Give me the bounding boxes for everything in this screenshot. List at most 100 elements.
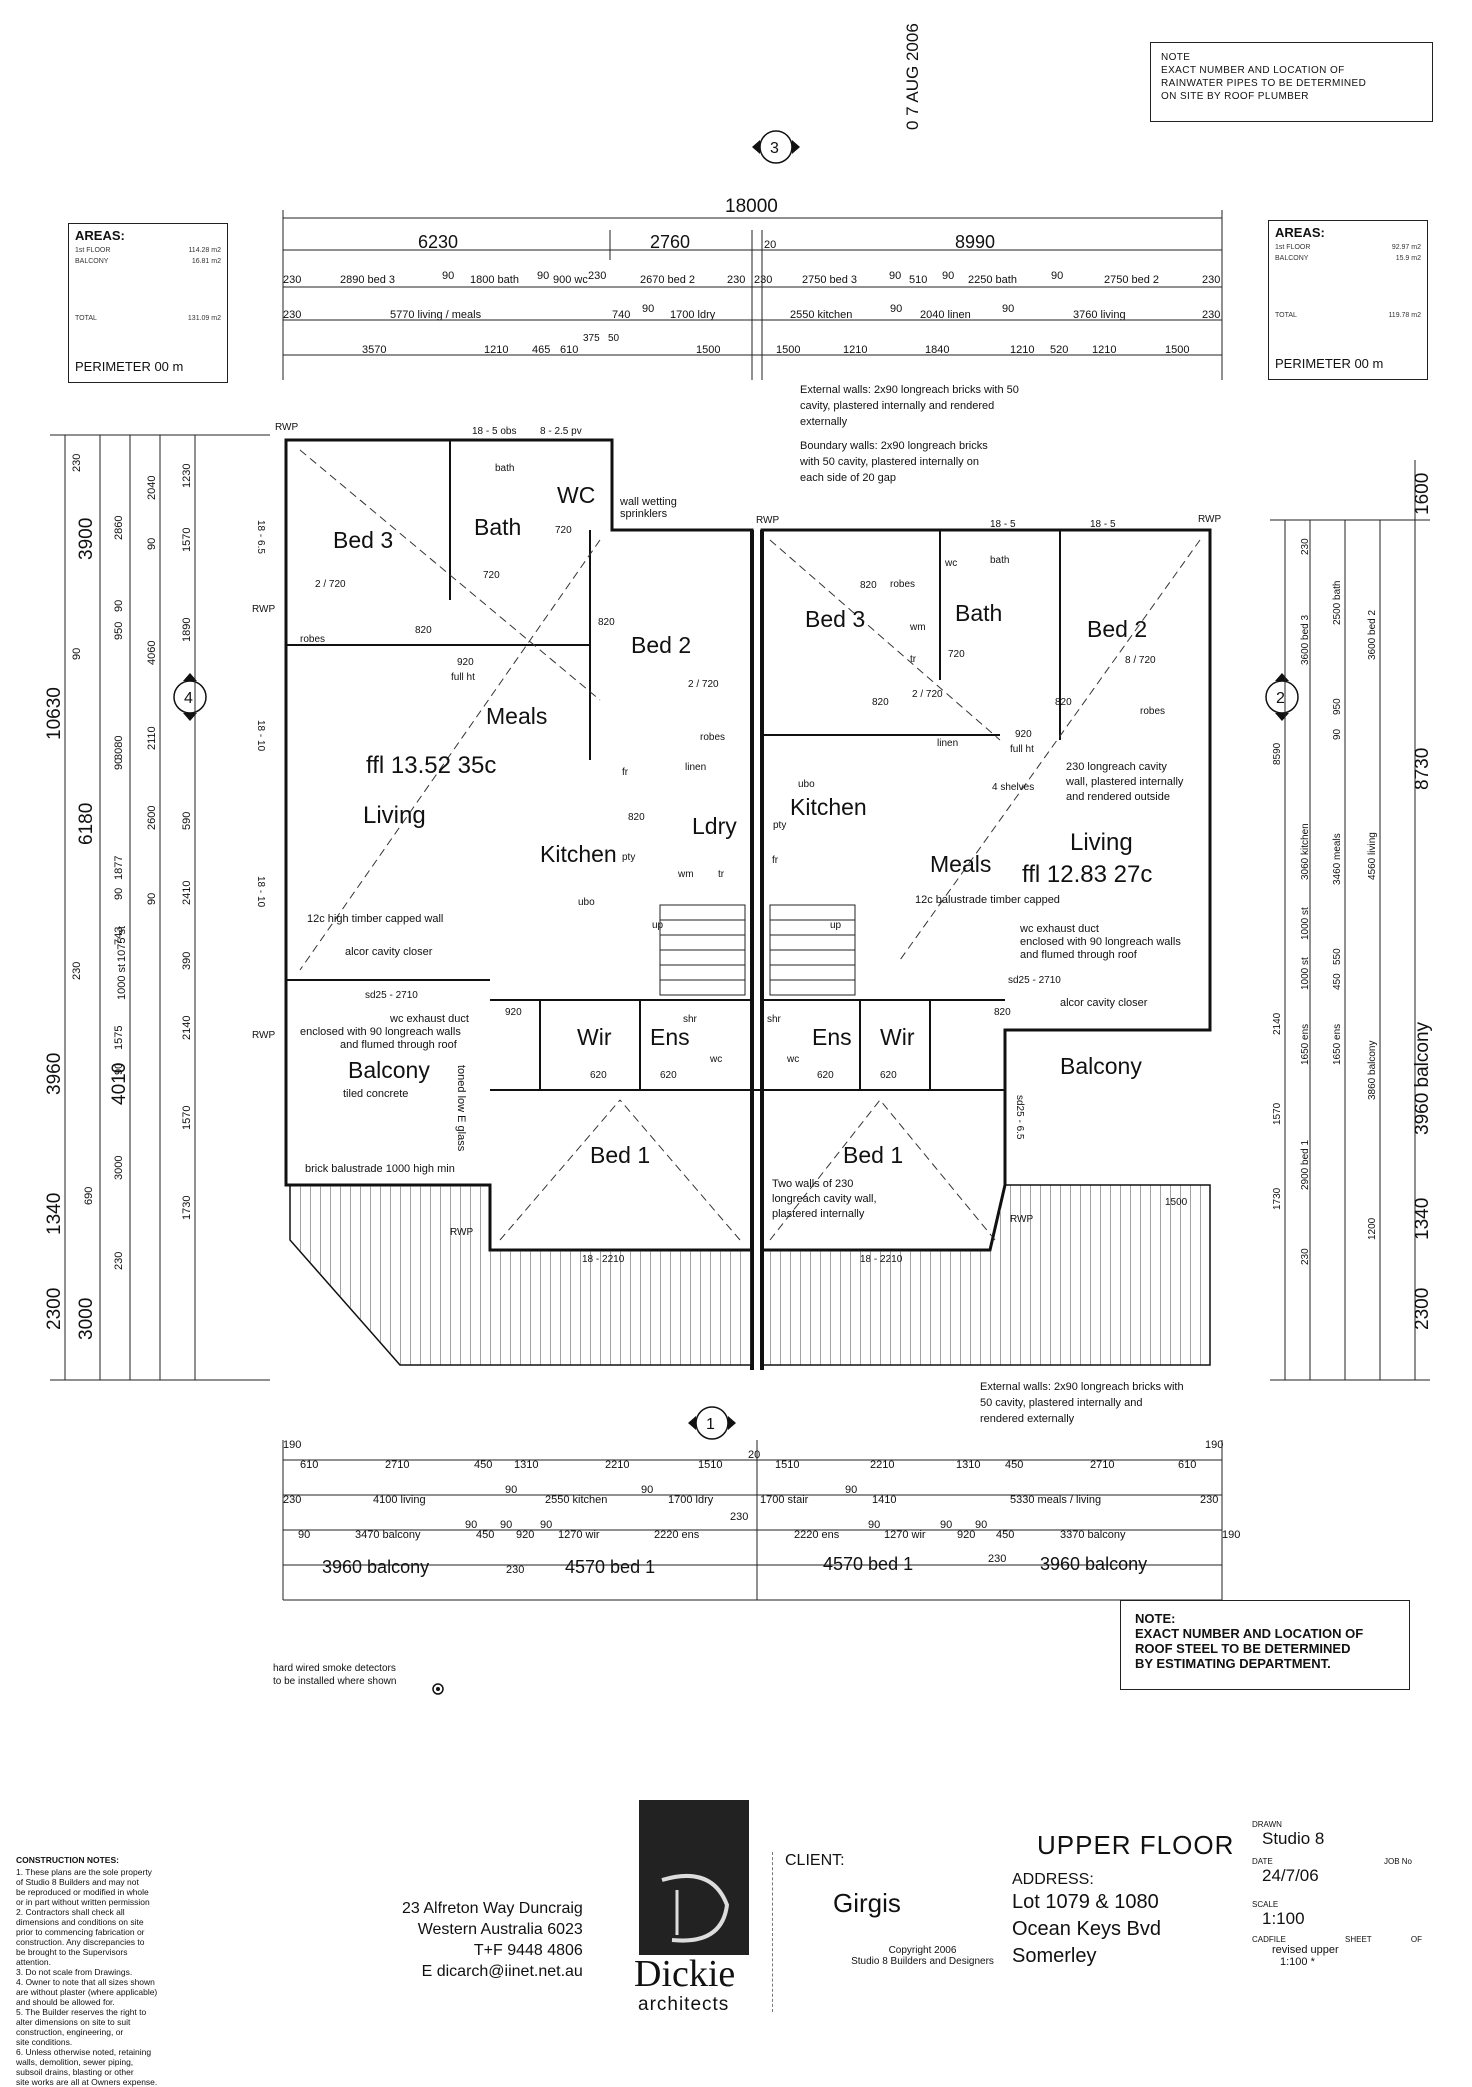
label: fr [622, 767, 629, 778]
svg-text:1500: 1500 [776, 344, 800, 356]
label: up [652, 920, 664, 931]
svg-text:2300: 2300 [1412, 1288, 1433, 1330]
label: 2 / 720 [688, 679, 719, 690]
svg-text:longreach cavity wall,: longreach cavity wall, [772, 1193, 877, 1205]
svg-text:3860 balcony: 3860 balcony [1367, 1041, 1378, 1101]
svg-text:wc exhaust duct: wc exhaust duct [389, 1013, 469, 1025]
svg-text:1200: 1200 [1367, 1217, 1378, 1240]
svg-text:1570: 1570 [1272, 1102, 1283, 1125]
room-bath-left: Bath [474, 514, 521, 540]
svg-text:2600: 2600 [146, 806, 158, 830]
room-meals-right: Meals [930, 851, 991, 877]
label: 18 - 5 [1090, 519, 1116, 530]
svg-text:2890 bed 3: 2890 bed 3 [340, 274, 395, 286]
svg-text:3960 balcony: 3960 balcony [1040, 1554, 1147, 1574]
svg-text:wc exhaust duct: wc exhaust duct [1019, 923, 1099, 935]
svg-text:5770 living / meals: 5770 living / meals [390, 309, 482, 321]
svg-text:610: 610 [1178, 1459, 1196, 1471]
room-ldry-left: Ldry [692, 813, 737, 839]
label: wm [677, 869, 694, 880]
svg-text:1310: 1310 [956, 1459, 980, 1471]
room-bed2-right: Bed 2 [1087, 616, 1147, 642]
svg-text:230: 230 [1202, 274, 1220, 286]
svg-text:1270 wir: 1270 wir [884, 1529, 926, 1541]
svg-text:alcor cavity closer: alcor cavity closer [1060, 997, 1148, 1009]
svg-text:1230: 1230 [181, 464, 193, 488]
title-block: CONSTRUCTION NOTES: 1. These plans are t… [12, 1780, 1462, 2087]
label: 820 [628, 812, 645, 823]
label: RWP [756, 515, 779, 526]
dickie-architects-logo: Dickie architects [634, 1800, 754, 2015]
svg-text:610: 610 [560, 344, 578, 356]
label: 820 [860, 580, 877, 591]
svg-text:2110: 2110 [146, 726, 158, 750]
svg-text:230 longreach cavity: 230 longreach cavity [1066, 761, 1167, 773]
svg-text:90: 90 [500, 1519, 512, 1531]
svg-text:1800 bath: 1800 bath [470, 274, 519, 286]
label: RWP [252, 1030, 275, 1041]
svg-text:90: 90 [868, 1519, 880, 1531]
rainwater-pipes-note: NOTE EXACT NUMBER AND LOCATION OF RAINWA… [1150, 42, 1433, 122]
svg-text:1840: 1840 [925, 344, 949, 356]
svg-text:External walls: 2x90 longreach: External walls: 2x90 longreach bricks wi… [980, 1381, 1184, 1393]
svg-text:90: 90 [845, 1484, 857, 1496]
svg-text:90: 90 [540, 1519, 552, 1531]
svg-text:90: 90 [71, 648, 83, 660]
plan-labels: Bed 3 Bath WC Bed 2 Meals ffl 13.52 35c … [252, 384, 1240, 1695]
svg-text:2670 bed 2: 2670 bed 2 [640, 274, 695, 286]
svg-text:3470 balcony: 3470 balcony [355, 1529, 421, 1541]
svg-text:230: 230 [730, 1511, 748, 1523]
svg-text:2710: 2710 [385, 1459, 409, 1471]
svg-text:sprinklers: sprinklers [620, 508, 668, 520]
label: 720 [483, 570, 500, 581]
svg-text:390: 390 [181, 952, 193, 970]
svg-text:1310: 1310 [514, 1459, 538, 1471]
svg-text:Two walls of 230: Two walls of 230 [772, 1178, 853, 1190]
label: pty [773, 820, 786, 831]
svg-text:920: 920 [516, 1529, 534, 1541]
svg-text:3080: 3080 [113, 736, 125, 760]
svg-text:230: 230 [1300, 1248, 1311, 1265]
svg-text:230: 230 [71, 962, 83, 980]
svg-text:450: 450 [996, 1529, 1014, 1541]
label: robes [1140, 706, 1165, 717]
stairs [659, 904, 856, 996]
label: sd25 - 2710 [1008, 975, 1061, 986]
svg-text:920: 920 [957, 1529, 975, 1541]
svg-text:and flumed through roof: and flumed through roof [1020, 949, 1138, 961]
svg-text:90: 90 [146, 538, 158, 550]
svg-text:90: 90 [537, 270, 549, 282]
svg-text:1210: 1210 [1092, 344, 1116, 356]
svg-text:230: 230 [283, 274, 301, 286]
svg-text:90: 90 [113, 888, 125, 900]
svg-text:18 - 6.5: 18 - 6.5 [255, 520, 266, 554]
construction-notes: CONSTRUCTION NOTES: 1. These plans are t… [16, 1855, 158, 2087]
smoke-detector-note: hard wired smoke detectors to be install… [273, 1663, 397, 1687]
svg-text:1877: 1877 [113, 856, 125, 880]
svg-text:tiled concrete: tiled concrete [343, 1088, 408, 1100]
svg-text:18 - 10: 18 - 10 [255, 720, 266, 752]
svg-text:740: 740 [612, 309, 630, 321]
roof-steel-note: NOTE: EXACT NUMBER AND LOCATION OF ROOF … [1120, 1600, 1410, 1690]
svg-text:18000: 18000 [725, 196, 778, 217]
room-bed1-right: Bed 1 [843, 1142, 903, 1168]
label: 820 [872, 697, 889, 708]
right-dimension-text: 1600 8730 3960 balcony 1340 2300 3600 be… [1165, 473, 1433, 1330]
label: 820 [415, 625, 432, 636]
label: sd25 - 2710 [365, 990, 418, 1001]
svg-text:1700 ldry: 1700 ldry [670, 309, 716, 321]
grid-marker-right: 2 [1265, 673, 1299, 721]
svg-text:450: 450 [474, 1459, 492, 1471]
label: RWP [1198, 514, 1221, 525]
svg-text:3060 kitchen: 3060 kitchen [1300, 823, 1311, 880]
svg-text:2: 2 [1276, 690, 1285, 707]
label: 820 [598, 617, 615, 628]
svg-text:90: 90 [442, 270, 454, 282]
label: RWP [252, 604, 275, 615]
svg-text:1500: 1500 [696, 344, 720, 356]
svg-text:18 - 10: 18 - 10 [255, 876, 266, 908]
svg-text:4010: 4010 [109, 1063, 130, 1105]
svg-text:cavity, plastered internally a: cavity, plastered internally and rendere… [800, 400, 994, 412]
svg-text:1600: 1600 [1412, 473, 1433, 515]
